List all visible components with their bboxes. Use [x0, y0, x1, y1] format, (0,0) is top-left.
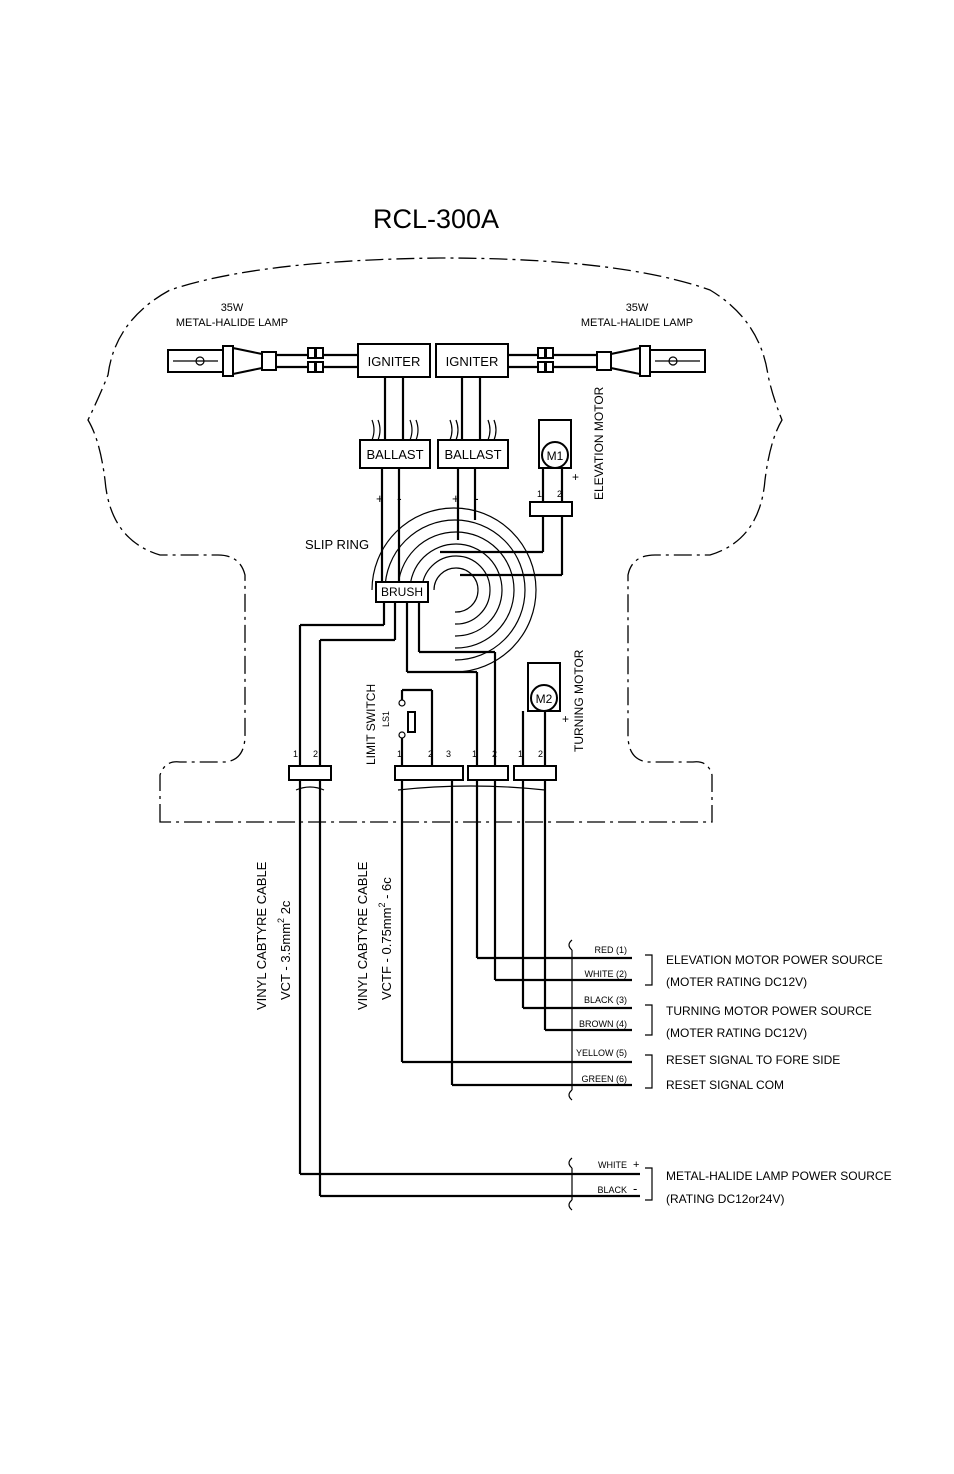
diagram-title: RCL-300A [373, 204, 499, 234]
right-lamp-icon [596, 345, 706, 377]
svg-text:VINYL CABTYRE CABLE: VINYL CABTYRE CABLE [355, 861, 370, 1010]
limit-switch-id: LS1 [381, 711, 391, 727]
right-ballast-label: BALLAST [444, 447, 501, 462]
vctf-cable-label: VINYL CABTYRE CABLE VCTF - 0.75mm2 - 6c [355, 861, 394, 1010]
right-ballast-plus: + [452, 491, 460, 506]
left-lamp-icon [167, 345, 277, 377]
desc-turning-line2: (MOTER RATING DC12V) [666, 1026, 807, 1040]
svg-text:2: 2 [557, 489, 562, 499]
left-ballast-box [359, 439, 431, 469]
housing-outline [87, 257, 783, 823]
svg-text:2: 2 [538, 749, 543, 759]
svg-text:1: 1 [472, 749, 477, 759]
lamp-wire-label-black: BLACK [597, 1185, 627, 1195]
m1-terminal-block [529, 501, 573, 517]
svg-text:1: 1 [397, 749, 402, 759]
limit-switch-terminal [394, 765, 464, 781]
left-ballast-label: BALLAST [366, 447, 423, 462]
right-igniter-label: IGNITER [446, 354, 499, 369]
right-lamp-type: METAL-HALIDE LAMP [581, 317, 693, 329]
left-lamp-watt: 35W [221, 302, 244, 314]
m1-plus: + [572, 470, 579, 484]
right-ballast-box [437, 439, 509, 469]
right-ballast-minus: - [474, 490, 479, 506]
wire-label-yellow: YELLOW (5) [576, 1048, 627, 1058]
svg-text:2: 2 [313, 749, 318, 759]
left-ballast-plus: + [376, 491, 384, 506]
wire-label-green: GREEN (6) [581, 1074, 627, 1084]
svg-text:VCTF - 0.75mm2 - 6c: VCTF - 0.75mm2 - 6c [377, 877, 394, 1000]
svg-text:1: 1 [537, 489, 542, 499]
right-lamp-connector [537, 347, 554, 373]
motor-m2-label: M2 [536, 692, 553, 706]
svg-text:1: 1 [293, 749, 298, 759]
desc-reset-line2: RESET SIGNAL COM [666, 1078, 784, 1092]
slip-ring-label: SLIP RING [305, 537, 369, 552]
right-igniter-box [435, 343, 509, 378]
lamp-wire-label-white: WHITE [598, 1160, 627, 1170]
left-igniter-box [357, 343, 431, 378]
left-lamp-connector [307, 347, 324, 373]
desc-reset-line1: RESET SIGNAL TO FORE SIDE [666, 1053, 840, 1067]
svg-text:2: 2 [428, 749, 433, 759]
brush-label: BRUSH [381, 585, 423, 599]
lamp-wire-plus: + [633, 1159, 639, 1171]
desc-lamp-line2: (RATING DC12or24V) [666, 1192, 784, 1206]
wire-label-brown: BROWN (4) [579, 1019, 627, 1029]
left-igniter-label: IGNITER [368, 354, 421, 369]
lamp-cable-terminal [288, 765, 332, 781]
turning-terminal [513, 765, 557, 781]
turning-motor-label: TURNING MOTOR [572, 649, 586, 752]
svg-text:2: 2 [492, 749, 497, 759]
vct-cable-label: VINYL CABTYRE CABLE VCT - 3.5mm2 2c [254, 861, 293, 1010]
m2-plus: + [562, 712, 569, 726]
svg-text:VCT - 3.5mm2 2c: VCT - 3.5mm2 2c [276, 900, 293, 1000]
elevation-motor-label: ELEVATION MOTOR [592, 386, 606, 500]
lamp-wire-minus: - [633, 1181, 637, 1196]
desc-turning-line1: TURNING MOTOR POWER SOURCE [666, 1004, 872, 1018]
limit-switch-label: LIMIT SWITCH [364, 684, 378, 765]
wire-label-white: WHITE (2) [585, 969, 628, 979]
elevation-terminal [467, 765, 509, 781]
brush-box [375, 581, 429, 603]
desc-elevation-line1: ELEVATION MOTOR POWER SOURCE [666, 953, 883, 967]
right-lamp-watt: 35W [626, 302, 649, 314]
wire-label-red: RED (1) [594, 945, 627, 955]
motor-m1-label: M1 [547, 449, 564, 463]
wire-label-black: BLACK (3) [584, 995, 627, 1005]
left-lamp-type: METAL-HALIDE LAMP [176, 317, 288, 329]
desc-lamp-line1: METAL-HALIDE LAMP POWER SOURCE [666, 1169, 892, 1183]
svg-text:3: 3 [446, 749, 451, 759]
svg-text:1: 1 [518, 749, 523, 759]
desc-elevation-line2: (MOTER RATING DC12V) [666, 975, 807, 989]
svg-text:VINYL CABTYRE CABLE: VINYL CABTYRE CABLE [254, 861, 269, 1010]
